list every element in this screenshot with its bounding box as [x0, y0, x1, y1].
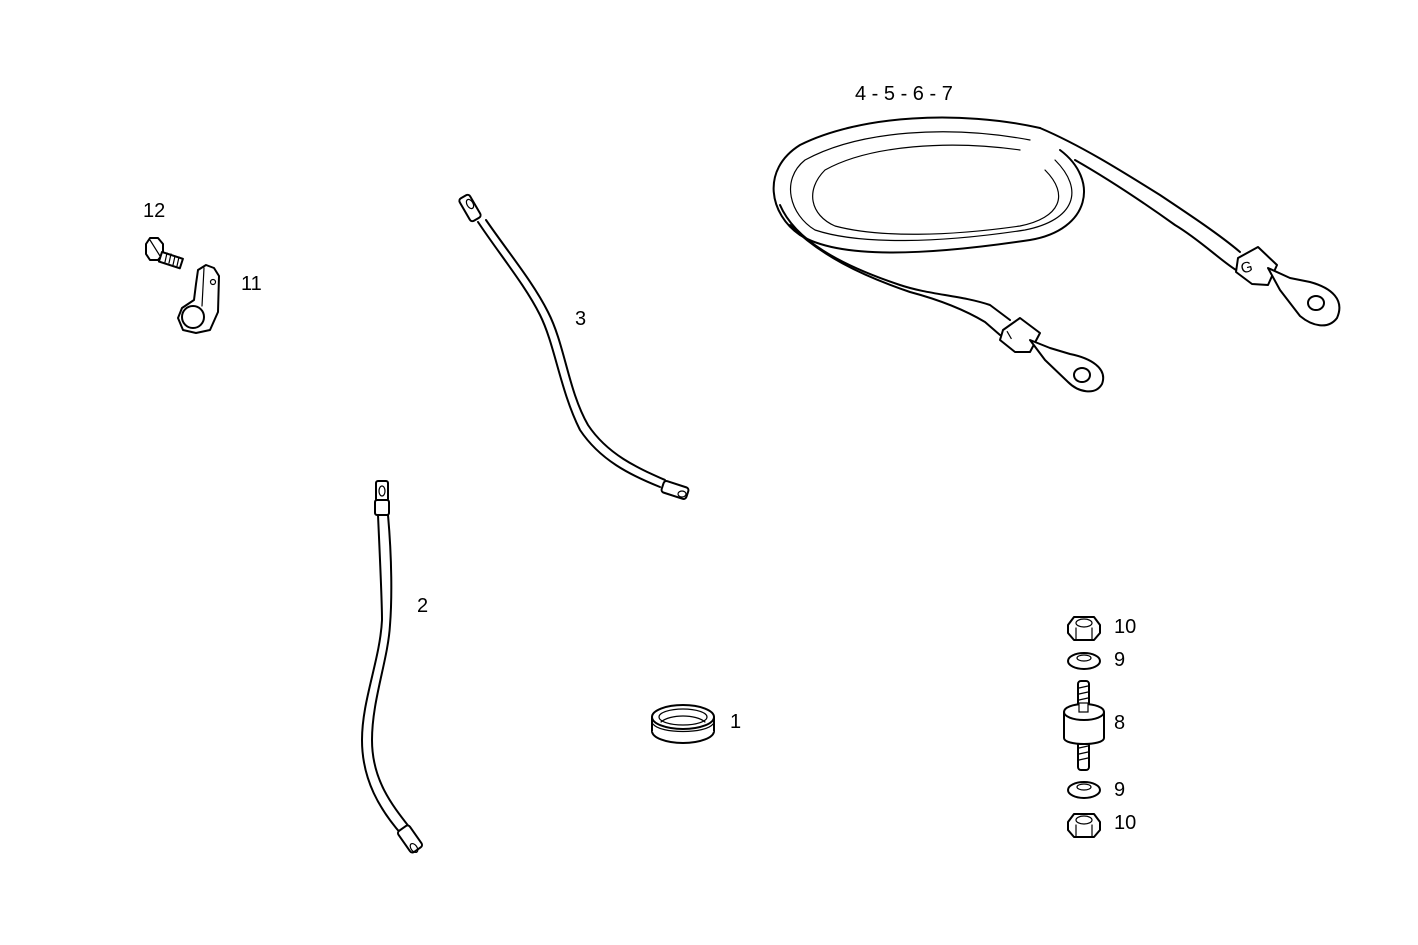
label-part-4-5-6-7: 4 - 5 - 6 - 7	[855, 83, 953, 105]
label-part-10-top: 10	[1114, 616, 1137, 638]
label-part-11: 11	[241, 273, 262, 295]
label-part-12: 12	[143, 200, 166, 222]
svg-text:G: G	[1239, 258, 1255, 277]
cable-part-4-5-6-7-icon: I G	[772, 116, 1341, 393]
nut-part-10-top-icon	[1067, 616, 1101, 641]
label-part-8: 8	[1114, 712, 1126, 734]
washer-part-9-top-icon	[1067, 652, 1101, 670]
label-part-2: 2	[417, 595, 429, 617]
label-part-1: 1	[730, 711, 742, 733]
grommet-part-1-icon	[651, 704, 715, 744]
bolt-part-12-icon	[145, 237, 184, 270]
washer-part-9-bottom-icon	[1067, 781, 1101, 799]
cable-part-2-icon	[361, 480, 424, 854]
cable-part-3-icon	[458, 193, 690, 500]
label-part-9-top: 9	[1114, 649, 1126, 671]
label-part-10-bottom: 10	[1114, 812, 1137, 834]
mount-part-8-icon	[1063, 680, 1105, 771]
svg-text:I: I	[1004, 328, 1015, 343]
nut-part-10-bottom-icon	[1067, 813, 1101, 838]
label-part-3: 3	[575, 308, 587, 330]
label-part-9-bottom: 9	[1114, 779, 1126, 801]
clamp-part-11-icon	[177, 264, 220, 334]
